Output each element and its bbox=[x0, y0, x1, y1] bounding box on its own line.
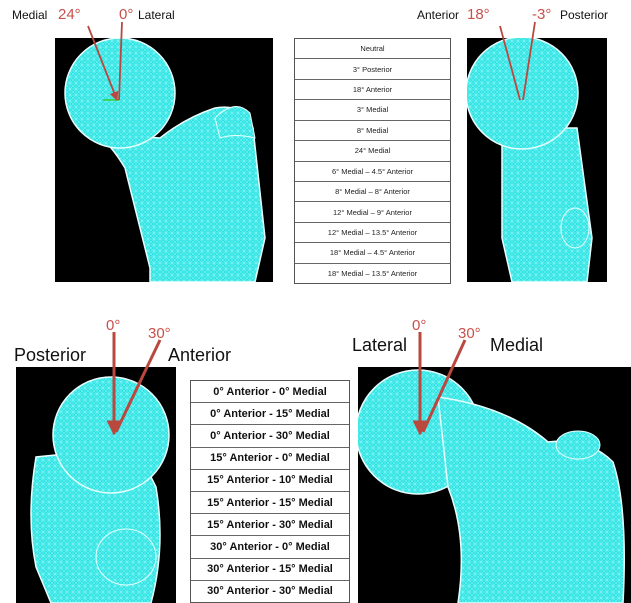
femur-image-medial-lateral bbox=[55, 38, 273, 282]
femur-image-lateral-medial bbox=[358, 367, 631, 603]
label-0-deg-bl: 0° bbox=[106, 317, 120, 334]
table-row: 0° Anterior - 15° Medial bbox=[191, 403, 349, 425]
table-row: 18° Medial – 4.5° Anterior bbox=[295, 243, 450, 263]
label-lateral-br: Lateral bbox=[352, 335, 407, 356]
femur-image-anterior-posterior bbox=[467, 38, 607, 282]
label-neg3-deg: -3° bbox=[532, 6, 551, 23]
label-18-deg: 18° bbox=[467, 6, 490, 23]
orientation-table-bottom: 0° Anterior - 0° Medial0° Anterior - 15°… bbox=[190, 380, 350, 603]
label-24-deg: 24° bbox=[58, 6, 81, 23]
femur-image-posterior-anterior bbox=[16, 367, 176, 603]
label-anterior-bl: Anterior bbox=[168, 345, 231, 366]
label-30-deg-br: 30° bbox=[458, 325, 481, 342]
label-0-deg-tl: 0° bbox=[119, 6, 133, 23]
table-row: 0° Anterior - 0° Medial bbox=[191, 381, 349, 403]
label-medial-tl: Medial bbox=[12, 8, 47, 22]
table-row: 15° Anterior - 15° Medial bbox=[191, 492, 349, 514]
table-row: 0° Anterior - 30° Medial bbox=[191, 425, 349, 447]
table-row: 18° Anterior bbox=[295, 80, 450, 100]
table-row: 12° Medial – 9° Anterior bbox=[295, 202, 450, 222]
table-row: 15° Anterior - 10° Medial bbox=[191, 470, 349, 492]
table-row: 30° Anterior - 0° Medial bbox=[191, 536, 349, 558]
orientation-table-top: Neutral3° Posterior18° Anterior3° Medial… bbox=[294, 38, 451, 284]
table-row: 15° Anterior - 0° Medial bbox=[191, 448, 349, 470]
label-30-deg-bl: 30° bbox=[148, 325, 171, 342]
table-row: 15° Anterior - 30° Medial bbox=[191, 514, 349, 536]
table-row: 30° Anterior - 15° Medial bbox=[191, 559, 349, 581]
label-medial-br: Medial bbox=[490, 335, 543, 356]
label-0-deg-br: 0° bbox=[412, 317, 426, 334]
table-row: 8° Medial bbox=[295, 121, 450, 141]
table-row: 12° Medial – 13.5° Anterior bbox=[295, 223, 450, 243]
table-row: 3° Medial bbox=[295, 100, 450, 120]
table-row: 24° Medial bbox=[295, 141, 450, 161]
label-posterior-tr: Posterior bbox=[560, 8, 608, 22]
table-row: 6° Medial – 4.5° Anterior bbox=[295, 162, 450, 182]
table-row: 8° Medial – 8° Anterior bbox=[295, 182, 450, 202]
table-row: 30° Anterior - 30° Medial bbox=[191, 581, 349, 602]
table-row: Neutral bbox=[295, 39, 450, 59]
label-anterior-tr: Anterior bbox=[417, 8, 459, 22]
label-posterior-bl: Posterior bbox=[14, 345, 86, 366]
table-row: 18° Medial – 13.5° Anterior bbox=[295, 264, 450, 283]
label-lateral-tl: Lateral bbox=[138, 8, 175, 22]
table-row: 3° Posterior bbox=[295, 59, 450, 79]
